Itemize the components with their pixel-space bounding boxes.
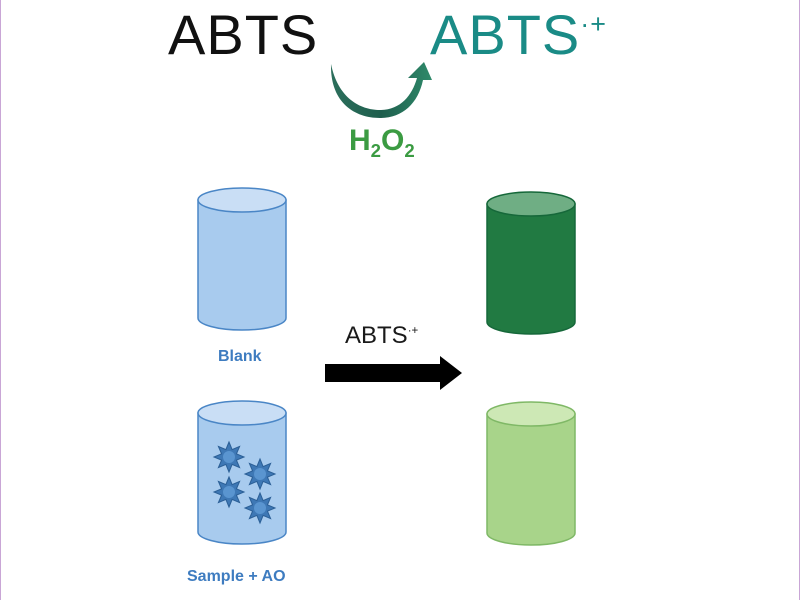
antioxidant-star-core-4: [254, 502, 266, 514]
h2o2-h: H: [349, 124, 371, 157]
h2o2-label: H2O2: [349, 124, 415, 161]
light-green-cylinder: [486, 401, 576, 546]
dark-green-cylinder: [486, 191, 576, 335]
abts-reactant-label: ABTS: [168, 3, 319, 66]
arrow-abts-radical-label: ABTS·+: [345, 322, 418, 350]
antioxidant-star-core-1: [223, 451, 235, 463]
abts-radical-label: ABTS·+: [430, 2, 607, 67]
blank-label: Blank: [218, 348, 262, 365]
abts-radical-text: ABTS: [430, 3, 581, 66]
arrow-abts-text: ABTS: [345, 322, 408, 349]
blank-cylinder: [197, 187, 287, 331]
h2o2-sub-2a: 2: [370, 139, 382, 161]
sample-ao-label: Sample + AO: [187, 568, 286, 585]
h2o2-o: O: [381, 124, 405, 157]
radical-cation-superscript: ·+: [580, 8, 607, 39]
antioxidant-stars: [212, 440, 277, 525]
antioxidant-star-core-3: [223, 486, 235, 498]
arrow-radical-superscript: ·+: [407, 324, 419, 337]
antioxidant-star-core-2: [254, 468, 266, 480]
sample-cylinder: [197, 400, 287, 545]
curved-reaction-arrow: [330, 62, 432, 118]
straight-reaction-arrow: [325, 356, 462, 390]
h2o2-sub-2b: 2: [404, 139, 415, 161]
